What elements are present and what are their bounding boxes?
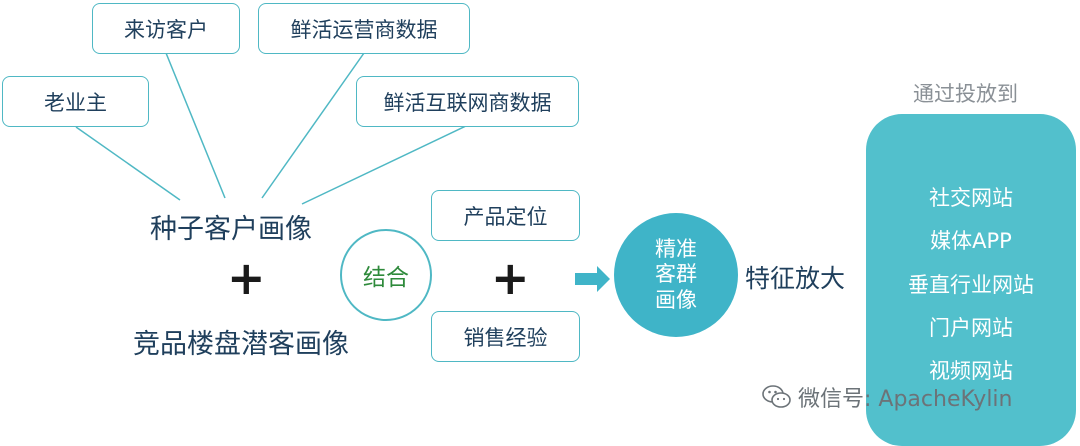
target-portrait-circle: 精准 客群 画像 [614,213,738,337]
watermark: 微信号: ApacheKylin [762,381,1013,413]
line-operator-data [261,52,365,199]
source-label: 鲜活互联网商数据 [383,90,552,115]
channel-item: 垂直行业网站 [908,273,1034,297]
wechat-icon [762,385,791,408]
sales-experience-label: 销售经验 [463,325,548,350]
target-line: 精准 [655,237,697,262]
line-internet-data [301,124,469,205]
source-label: 来访客户 [124,17,208,42]
line-visitors [165,52,226,199]
channels-title: 通过投放到 [913,82,1018,106]
product-positioning-label: 产品定位 [463,204,548,229]
competitor-portrait-text: 竞品楼盘潜客画像 [133,329,349,360]
combine-label: 结合 [363,265,409,291]
source-old-owner: 老业主 [2,76,149,127]
channel-item: 门户网站 [929,316,1013,340]
target-line: 画像 [655,287,697,312]
channels-panel: 社交网站 媒体APP 垂直行业网站 门户网站 视频网站 [866,114,1076,446]
source-operator-data: 鲜活运营商数据 [258,3,470,54]
watermark-text: 微信号: ApacheKylin [798,387,1013,412]
source-label: 鲜活运营商数据 [290,17,438,42]
sales-experience-box: 销售经验 [431,311,580,362]
channel-item: 社交网站 [929,186,1013,210]
seed-portrait-text: 种子客户画像 [150,214,312,245]
source-visitors: 来访客户 [92,3,240,54]
source-label: 老业主 [44,90,107,115]
source-internet-data: 鲜活互联网商数据 [356,76,579,127]
combine-circle: 结合 [340,229,432,321]
product-positioning-box: 产品定位 [431,190,580,241]
channel-item: 媒体APP [930,229,1012,253]
target-line: 客群 [655,262,697,287]
amplify-text: 特征放大 [745,264,846,293]
channel-item: 视频网站 [929,359,1013,383]
plus-sign-right: + [491,251,530,305]
right-arrow [575,266,610,292]
plus-sign-left: + [227,251,266,305]
line-old-owner [75,126,181,201]
